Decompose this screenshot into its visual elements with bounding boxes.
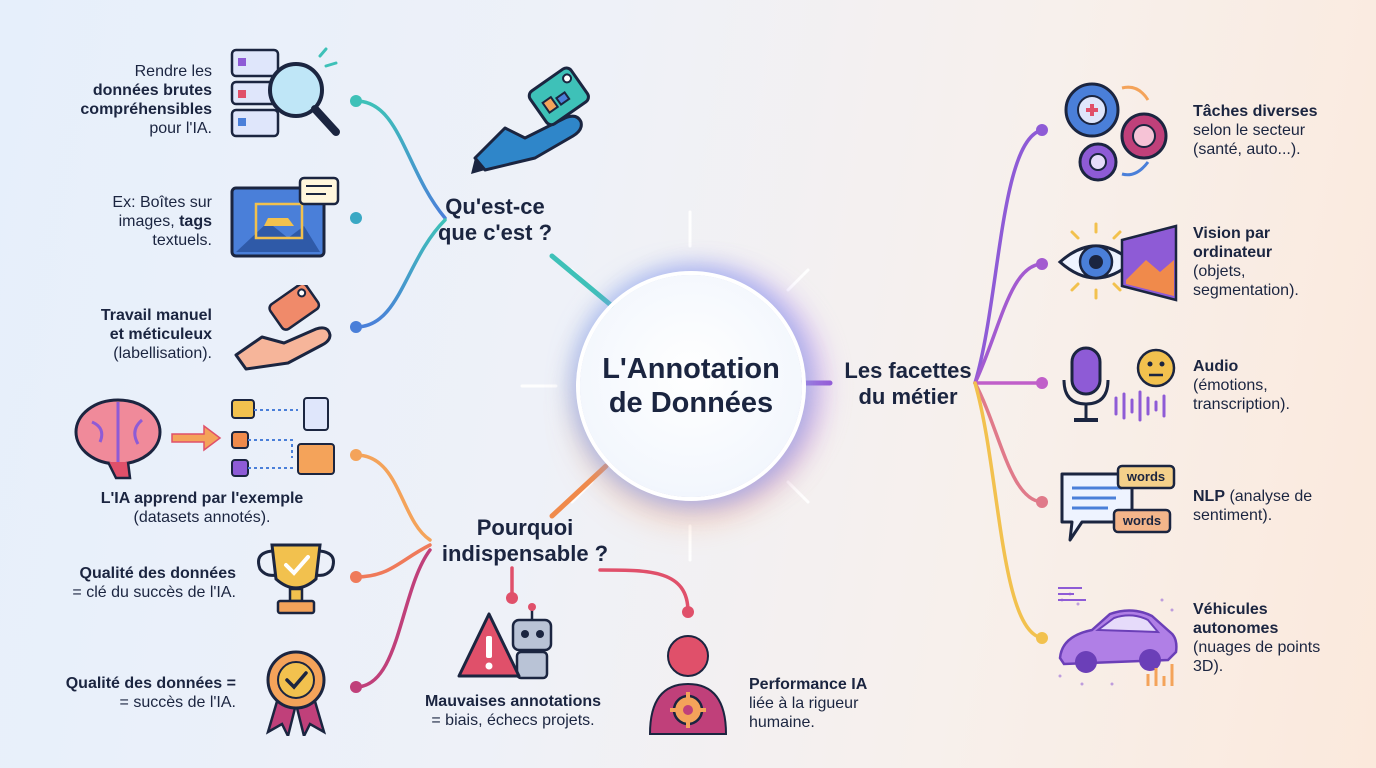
item-nlp-text: NLP (analyse de sentiment). [1193, 487, 1363, 525]
item-performance-line2: liée à la rigueur [749, 695, 859, 712]
item-learn-line1: L'IA apprend par l'exemple [100, 490, 304, 507]
item-audio-text: Audio (émotions, transcription). [1193, 357, 1363, 414]
branch-why-label: Pourquoi indispensable ? [425, 515, 625, 567]
item-vehicles-line1: Véhicules [1193, 601, 1268, 618]
item-raw-data-line4: pour l'IA. [149, 120, 212, 137]
item-performance-line1: Performance IA [749, 676, 868, 693]
hand-label-icon [234, 285, 332, 371]
item-learn-line2: (datasets annotés). [133, 509, 271, 526]
item-raw-data-line1: Rendre les [134, 63, 212, 80]
item-raw-data-line3: compréhensibles [80, 101, 212, 118]
eye-vision-icon [1057, 222, 1178, 302]
item-diverse-tasks-line3: (santé, auto...). [1193, 141, 1301, 158]
trophy-icon [257, 543, 335, 615]
item-examples-line2a: images, [118, 213, 180, 230]
item-audio-line3: transcription). [1193, 396, 1290, 413]
item-nlp-line1b: (analyse de [1225, 488, 1313, 505]
item-vision-line4: segmentation). [1193, 282, 1299, 299]
center-title-line2: de Données [608, 387, 774, 419]
center-node: L'Annotation de Données [580, 275, 802, 497]
branch-what-line1: Qu'est-ce [445, 194, 545, 219]
gears-sectors-icon [1064, 82, 1168, 182]
item-quality-success-line2: = succès de l'IA. [119, 694, 236, 711]
item-manual-work-line2: et méticuleux [109, 326, 212, 343]
speech-bubble-shapes [1060, 464, 1176, 542]
item-quality-success-text: Qualité des données = = succès de l'IA. [30, 674, 236, 712]
item-examples-line1: Ex: Boîtes sur [112, 194, 212, 211]
speech-bubble-word-2: words [1122, 513, 1162, 528]
item-manual-work-text: Travail manuel et méticuleux (labellisat… [40, 306, 212, 363]
item-quality-success-line1: Qualité des données = [65, 675, 236, 692]
branch-why-line1: Pourquoi [476, 515, 574, 540]
image-bounding-box-icon [230, 176, 340, 258]
brain-to-dataset-icon [74, 397, 335, 480]
item-quality-key-line2: = clé du succès de l'IA. [72, 584, 236, 601]
item-performance-line3: humaine. [749, 714, 815, 731]
branch-facets-line2: du métier [858, 384, 958, 409]
center-title: L'Annotation de Données [602, 352, 780, 420]
warning-robot-icon [457, 603, 553, 680]
item-examples-line3: textuels. [152, 232, 212, 249]
item-vehicles-line2: autonomes [1193, 620, 1279, 637]
hand-tag-icon [471, 66, 590, 174]
item-autonomous-vehicles-text: Véhicules autonomes (nuages de points 3D… [1193, 600, 1363, 676]
speech-bubbles-icon: words words [1058, 464, 1178, 546]
item-raw-data-line2: données brutes [92, 82, 212, 99]
branch-what-label: Qu'est-ce que c'est ? [430, 194, 560, 246]
item-diverse-tasks-line2: selon le secteur [1193, 122, 1306, 139]
branch-why-line2: indispensable ? [441, 541, 609, 566]
item-raw-data-text: Rendre les données brutes compréhensible… [40, 62, 212, 138]
item-manual-work-line3: (labellisation). [113, 345, 212, 362]
item-vision-line3: (objets, [1193, 263, 1246, 280]
item-vision-text: Vision par ordinateur (objets, segmentat… [1193, 224, 1363, 300]
branch-facets-label: Les facettes du métier [828, 358, 988, 410]
branch-facets-line1: Les facettes [844, 358, 972, 383]
item-nlp-line2: sentiment). [1193, 507, 1273, 524]
item-bad-annotations-text: Mauvaises annotations = biais, échecs pr… [408, 692, 618, 730]
award-badge-icon [265, 650, 327, 736]
item-audio-line1: Audio [1193, 358, 1239, 375]
item-examples-text: Ex: Boîtes sur images, tags textuels. [40, 193, 212, 250]
item-vehicles-line3: (nuages de points [1193, 639, 1321, 656]
speech-bubble-word-1: words [1126, 469, 1166, 484]
item-nlp-line1a: NLP [1193, 488, 1225, 505]
item-performance-text: Performance IA liée à la rigueur humaine… [749, 675, 919, 732]
autonomous-car-pointcloud-icon [1058, 587, 1178, 686]
item-bad-annotations-line2: = biais, échecs projets. [431, 712, 595, 729]
item-diverse-tasks-text: Tâches diverses selon le secteur (santé,… [1193, 102, 1363, 159]
item-quality-key-line1: Qualité des données [79, 565, 236, 582]
item-vision-line2: ordinateur [1193, 244, 1273, 261]
center-title-line1: L'Annotation [602, 353, 780, 385]
item-quality-key-text: Qualité des données = clé du succès de l… [30, 564, 236, 602]
branch-what-line2: que c'est ? [437, 220, 553, 245]
item-vehicles-line4: 3D). [1193, 658, 1224, 675]
item-learn-by-example-text: L'IA apprend par l'exemple (datasets ann… [62, 489, 342, 527]
item-manual-work-line1: Travail manuel [100, 307, 212, 324]
magnifier-data-icon [230, 47, 340, 138]
microphone-audio-icon [1062, 346, 1176, 422]
item-bad-annotations-line1: Mauvaises annotations [424, 693, 602, 710]
item-examples-line2b: tags [179, 213, 212, 230]
human-gear-icon [648, 635, 728, 735]
item-vision-line1: Vision par [1193, 225, 1271, 242]
item-diverse-tasks-line1: Tâches diverses [1193, 103, 1318, 120]
item-audio-line2: (émotions, [1193, 377, 1268, 394]
